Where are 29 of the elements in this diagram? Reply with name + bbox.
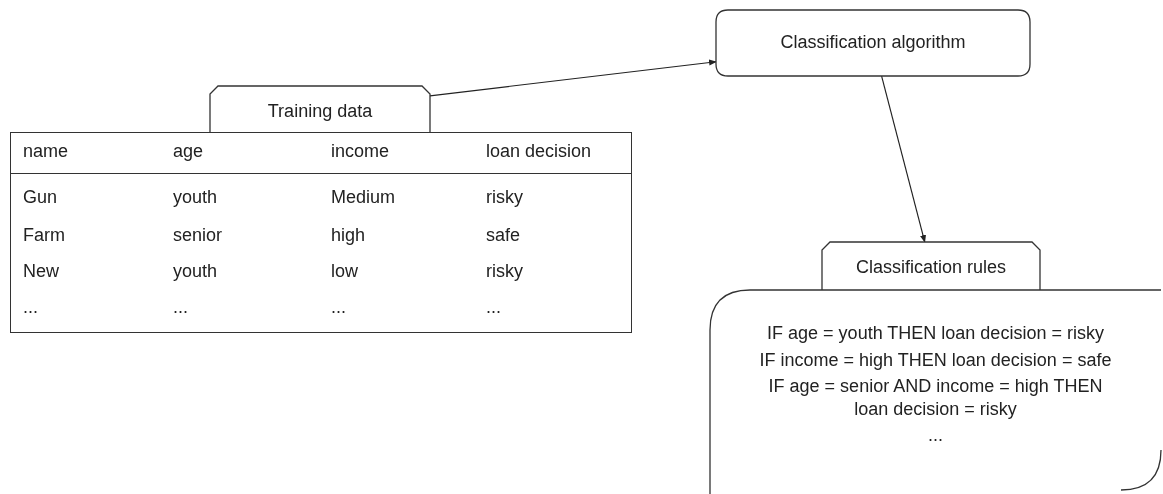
- table-value: risky: [486, 187, 523, 208]
- table-value: New: [23, 261, 59, 282]
- table-value: Gun: [23, 187, 58, 208]
- table-value: youth: [173, 261, 218, 282]
- table-value: senior: [173, 225, 223, 246]
- column-header: loan decision: [486, 141, 592, 162]
- column-header: income: [331, 141, 390, 162]
- table-value: Farm: [23, 225, 65, 246]
- table-value: low: [331, 261, 358, 282]
- rule-text: IF age = youth THEN loan decision = risky: [767, 322, 1104, 345]
- arrow: [881, 75, 926, 243]
- node-title: Training data: [267, 100, 373, 123]
- node-title: Classification rules: [855, 256, 1007, 279]
- rule-text: IF income = high THEN loan decision = safe: [759, 348, 1112, 371]
- column-header: name: [23, 141, 69, 162]
- table-value: Medium: [331, 187, 396, 208]
- table-value: ...: [486, 297, 501, 318]
- table-value: safe: [486, 225, 521, 246]
- table-value: ...: [331, 297, 346, 318]
- arrow: [429, 59, 717, 97]
- table-value: high: [331, 225, 366, 246]
- column-header: age: [173, 141, 204, 162]
- node-title: Classification algorithm: [780, 31, 966, 54]
- table-value: ...: [23, 297, 38, 318]
- table-value: youth: [173, 187, 218, 208]
- rule-text: ...: [928, 424, 943, 447]
- table-value: ...: [173, 297, 188, 318]
- table-value: risky: [486, 261, 523, 282]
- rule-text: IF age = senior AND income = high THEN loan decision = risky: [767, 375, 1104, 420]
